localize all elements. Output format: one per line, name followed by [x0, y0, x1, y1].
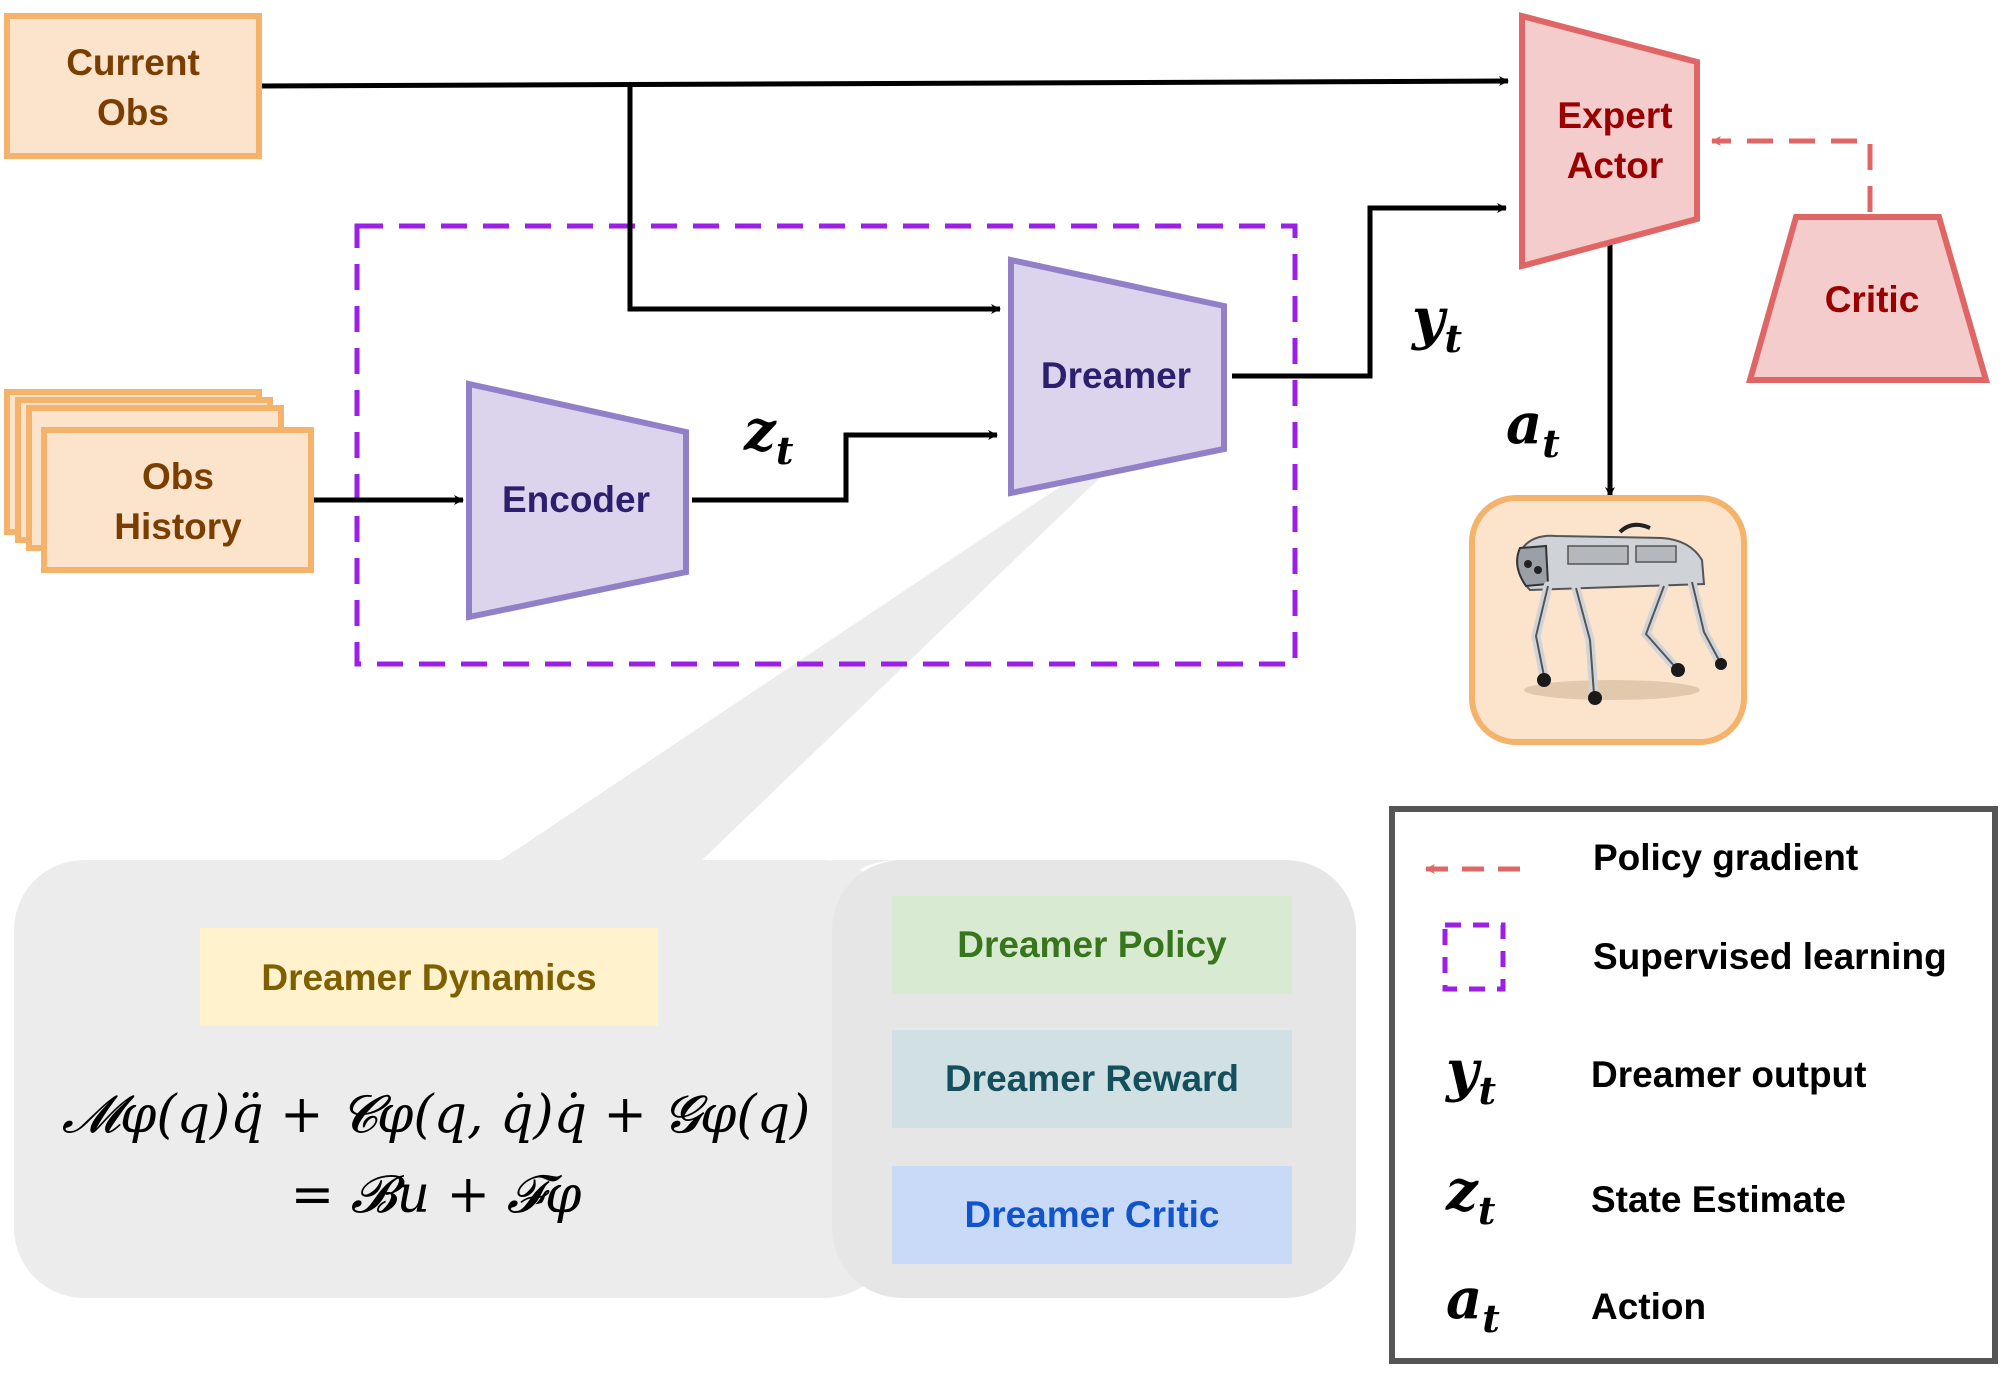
- edge-label-z: zt: [743, 398, 794, 473]
- dreamer-node: Dreamer: [1008, 256, 1227, 497]
- connection-arrows: [257, 76, 1615, 505]
- expert-actor-label-line2: Actor: [1567, 145, 1664, 186]
- edge-label-y: yt: [1410, 286, 1463, 361]
- dreamer-label: Dreamer: [1041, 355, 1191, 396]
- dreamer-reward-box: Dreamer Reward: [892, 1030, 1292, 1128]
- dreamer-policy-label: Dreamer Policy: [957, 924, 1227, 965]
- edge-label-a: at: [1506, 391, 1560, 466]
- legend-z-symbol: zt: [1445, 1158, 1496, 1233]
- arrow-current-obs-to-dreamer: [627, 86, 1001, 314]
- encoder-node: Encoder: [466, 380, 689, 621]
- dynamics-equation-line1: 𝓜φ(q)q̈ + 𝓒φ(q, q̇)q̇ + 𝓖φ(q): [62, 1085, 811, 1145]
- quadruped-robot-icon: [1516, 522, 1727, 705]
- current-obs-node: Current Obs: [4, 13, 262, 159]
- arrow-encoder-to-dreamer: [692, 430, 998, 503]
- dreamer-dynamics-box: Dreamer Dynamics: [200, 928, 658, 1026]
- legend-action-label: Action: [1591, 1286, 1706, 1327]
- obs-history-label-line1: Obs: [142, 456, 214, 497]
- dreamer-reward-label: Dreamer Reward: [945, 1058, 1239, 1099]
- arrow-dreamer-to-expert: [1232, 203, 1507, 379]
- expert-actor-node: Expert Actor: [1519, 12, 1700, 270]
- arrow-current-obs-to-expert: [257, 76, 1509, 89]
- dreamer-critic-label: Dreamer Critic: [964, 1194, 1219, 1235]
- legend-state-estimate-label: State Estimate: [1591, 1179, 1846, 1220]
- obs-history-label-line2: History: [114, 506, 242, 547]
- encoder-label: Encoder: [502, 479, 650, 520]
- policy-gradient-arrow: [1711, 136, 1873, 212]
- dreamer-critic-box: Dreamer Critic: [892, 1166, 1292, 1264]
- critic-node: Critic: [1746, 214, 1990, 383]
- dynamics-equation-line2: = 𝓑u + 𝓕φ: [291, 1165, 582, 1225]
- critic-label: Critic: [1825, 279, 1920, 320]
- expert-actor-label-line1: Expert: [1557, 95, 1672, 136]
- robot-panel: [1469, 495, 1747, 745]
- obs-history-node: Obs History: [4, 389, 314, 573]
- dreamer-dynamics-label: Dreamer Dynamics: [261, 957, 596, 998]
- legend-supervised-learning-symbol: [1442, 922, 1506, 992]
- legend: Policy gradient Supervised learning yt D…: [1389, 806, 1998, 1364]
- supervised-learning-region: [354, 223, 1298, 667]
- legend-a-symbol: at: [1446, 1266, 1500, 1341]
- legend-supervised-learning-label: Supervised learning: [1593, 936, 1947, 977]
- dreamer-policy-box: Dreamer Policy: [892, 896, 1292, 994]
- current-obs-label-line1: Current: [66, 42, 200, 83]
- legend-dreamer-output-label: Dreamer output: [1591, 1054, 1866, 1095]
- legend-y-symbol: yt: [1444, 1038, 1497, 1113]
- current-obs-label-line2: Obs: [97, 92, 169, 133]
- legend-policy-gradient-label: Policy gradient: [1593, 837, 1858, 878]
